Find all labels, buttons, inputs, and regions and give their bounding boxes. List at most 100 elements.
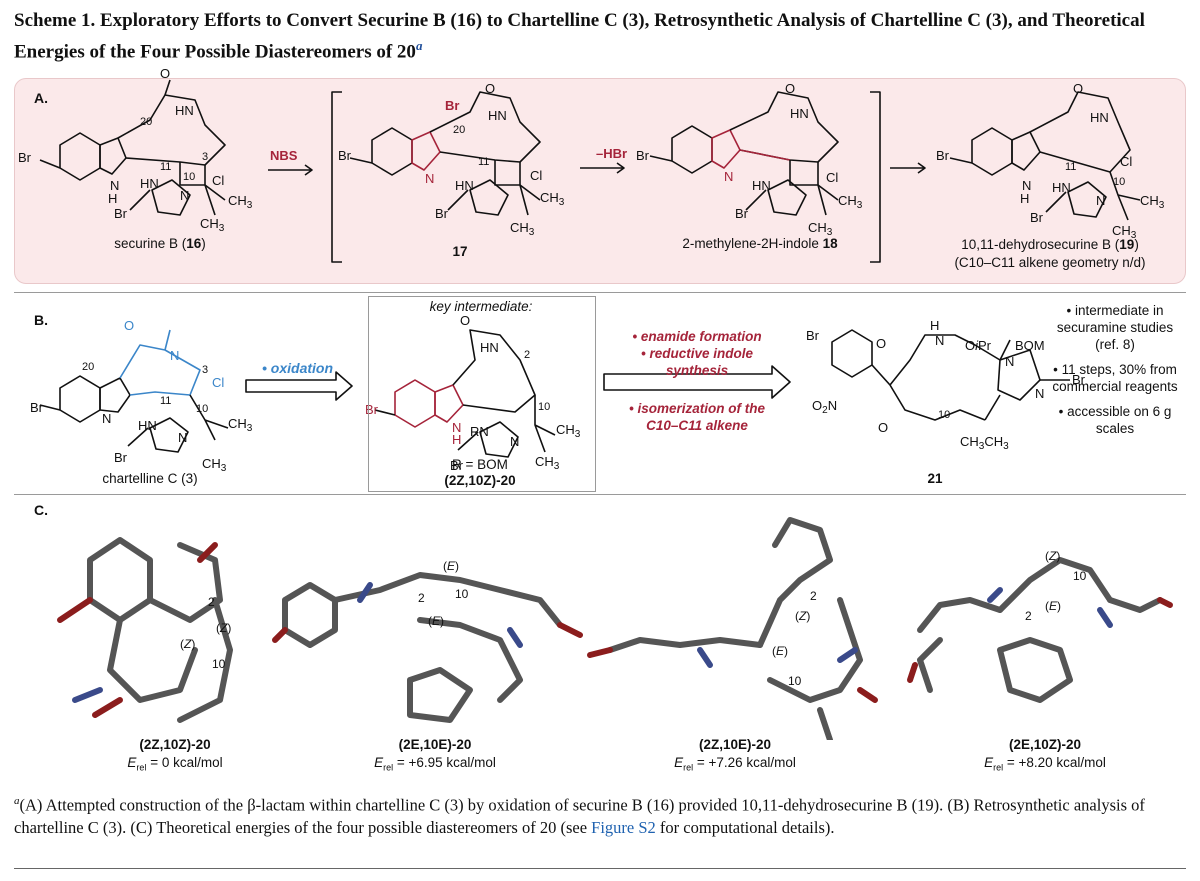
svg-text:OiPr: OiPr (965, 338, 992, 353)
svg-text:N: N (110, 178, 119, 193)
svg-text:HN: HN (140, 176, 159, 191)
svg-text:HN: HN (480, 340, 499, 355)
bottom-rule (14, 868, 1186, 869)
svg-text:2: 2 (418, 591, 425, 605)
svg-text:O: O (785, 81, 795, 96)
oxidation-label: • oxidation (262, 360, 334, 376)
svg-text:2: 2 (810, 589, 817, 603)
panel-a (14, 78, 1186, 284)
divider-bc (14, 494, 1186, 495)
svg-text:CH3CH3: CH3CH3 (960, 434, 1009, 452)
retro-step-isomerization: • isomerization of the (629, 401, 765, 416)
svg-text:10: 10 (1113, 176, 1125, 188)
svg-text:CH3: CH3 (556, 422, 581, 440)
svg-text:CH3: CH3 (535, 454, 560, 472)
svg-text:10: 10 (938, 409, 950, 421)
divider-ab (14, 292, 1186, 293)
svg-text:N: N (102, 411, 111, 426)
compound-19-structure (949, 91, 1141, 221)
svg-text:O: O (1073, 81, 1083, 96)
svg-text:(E): (E) (1045, 599, 1061, 613)
svg-text:O: O (485, 81, 495, 96)
svg-text:11: 11 (478, 156, 489, 168)
compound-17-structure (349, 91, 541, 216)
svg-text:CH3: CH3 (838, 193, 863, 211)
svg-text:HN: HN (752, 178, 771, 193)
retro-step-reductive: • reductive indole (640, 346, 753, 361)
svg-text:Br: Br (1030, 210, 1044, 225)
svg-text:CH3: CH3 (228, 193, 253, 211)
svg-text:20: 20 (453, 124, 465, 136)
compound-21-structure (831, 329, 1070, 421)
svg-text:NBS: NBS (270, 148, 298, 163)
svg-text:11: 11 (160, 161, 171, 173)
panel-c-conformers: 2(Z) (Z)10 (E)2 10(E) 2(Z) (E)10 (Z)10 (… (57, 517, 1173, 740)
svg-text:10: 10 (455, 587, 469, 601)
svg-text:O: O (878, 420, 888, 435)
svg-text:Br: Br (435, 206, 449, 221)
svg-text:N: N (425, 171, 434, 186)
svg-text:(Z): (Z) (216, 621, 231, 635)
conformer-2z10e (587, 517, 878, 740)
title-footnote-marker: a (415, 38, 423, 53)
compound-21-label: 21 (927, 471, 943, 486)
intermediate-20-label: (2Z,10Z)-20 (444, 473, 516, 488)
svg-text:Br: Br (338, 148, 352, 163)
svg-text:11: 11 (1065, 161, 1076, 173)
svg-text:Br: Br (445, 98, 459, 113)
svg-text:Br: Br (114, 206, 128, 221)
svg-text:CH3: CH3 (510, 220, 535, 238)
intermediate-20-structure (374, 329, 556, 458)
svg-text:HN: HN (1052, 180, 1071, 195)
svg-text:H: H (108, 191, 117, 206)
panel-c-label: C. (34, 502, 48, 518)
retro-step-alkene: C10–C11 alkene (646, 418, 748, 433)
svg-text:N: N (452, 420, 461, 435)
svg-text:O: O (160, 66, 170, 81)
r-group-definition: R = BOM (452, 457, 508, 472)
svg-text:Br: Br (936, 148, 950, 163)
svg-text:(Z): (Z) (795, 609, 810, 623)
svg-text:2: 2 (208, 595, 215, 609)
svg-text:CH3: CH3 (540, 190, 565, 208)
svg-text:O2N: O2N (812, 398, 837, 416)
svg-text:HN: HN (138, 418, 157, 433)
svg-text:(E): (E) (428, 614, 444, 628)
svg-text:10: 10 (788, 674, 802, 688)
compound-19-label: 10,11-dehydrosecurine B (19)(C10–C11 alk… (954, 237, 1146, 270)
svg-text:Br: Br (806, 328, 820, 343)
svg-text:CH3: CH3 (200, 216, 225, 234)
figure-s2-link[interactable]: Figure S2 (591, 817, 656, 837)
svg-text:O: O (460, 313, 470, 328)
svg-text:N: N (1096, 193, 1105, 208)
svg-text:Cl: Cl (212, 173, 224, 188)
key-intermediate-box (368, 296, 596, 492)
svg-text:(Z): (Z) (1045, 549, 1060, 563)
svg-text:H: H (1020, 191, 1029, 206)
svg-text:11: 11 (160, 395, 171, 407)
svg-text:H: H (452, 432, 461, 447)
svg-text:20: 20 (140, 116, 152, 128)
svg-text:(E): (E) (443, 559, 459, 573)
scheme-footnote: a(A) Attempted construction of the β-lac… (14, 795, 1145, 837)
svg-text:HN: HN (790, 106, 809, 121)
svg-text:CH3: CH3 (1112, 223, 1137, 241)
svg-text:N: N (170, 348, 179, 363)
svg-text:H: H (930, 318, 939, 333)
svg-text:CH3: CH3 (1140, 193, 1165, 211)
svg-text:2: 2 (524, 349, 530, 361)
conformer-2e10e (272, 572, 583, 723)
svg-text:HN: HN (455, 178, 474, 193)
conformer-2z10z (57, 537, 233, 723)
svg-text:N: N (724, 169, 733, 184)
svg-text:Br: Br (636, 148, 650, 163)
svg-text:Cl: Cl (212, 375, 224, 390)
svg-text:20: 20 (82, 361, 94, 373)
svg-text:10: 10 (183, 171, 195, 183)
svg-text:Cl: Cl (826, 170, 838, 185)
